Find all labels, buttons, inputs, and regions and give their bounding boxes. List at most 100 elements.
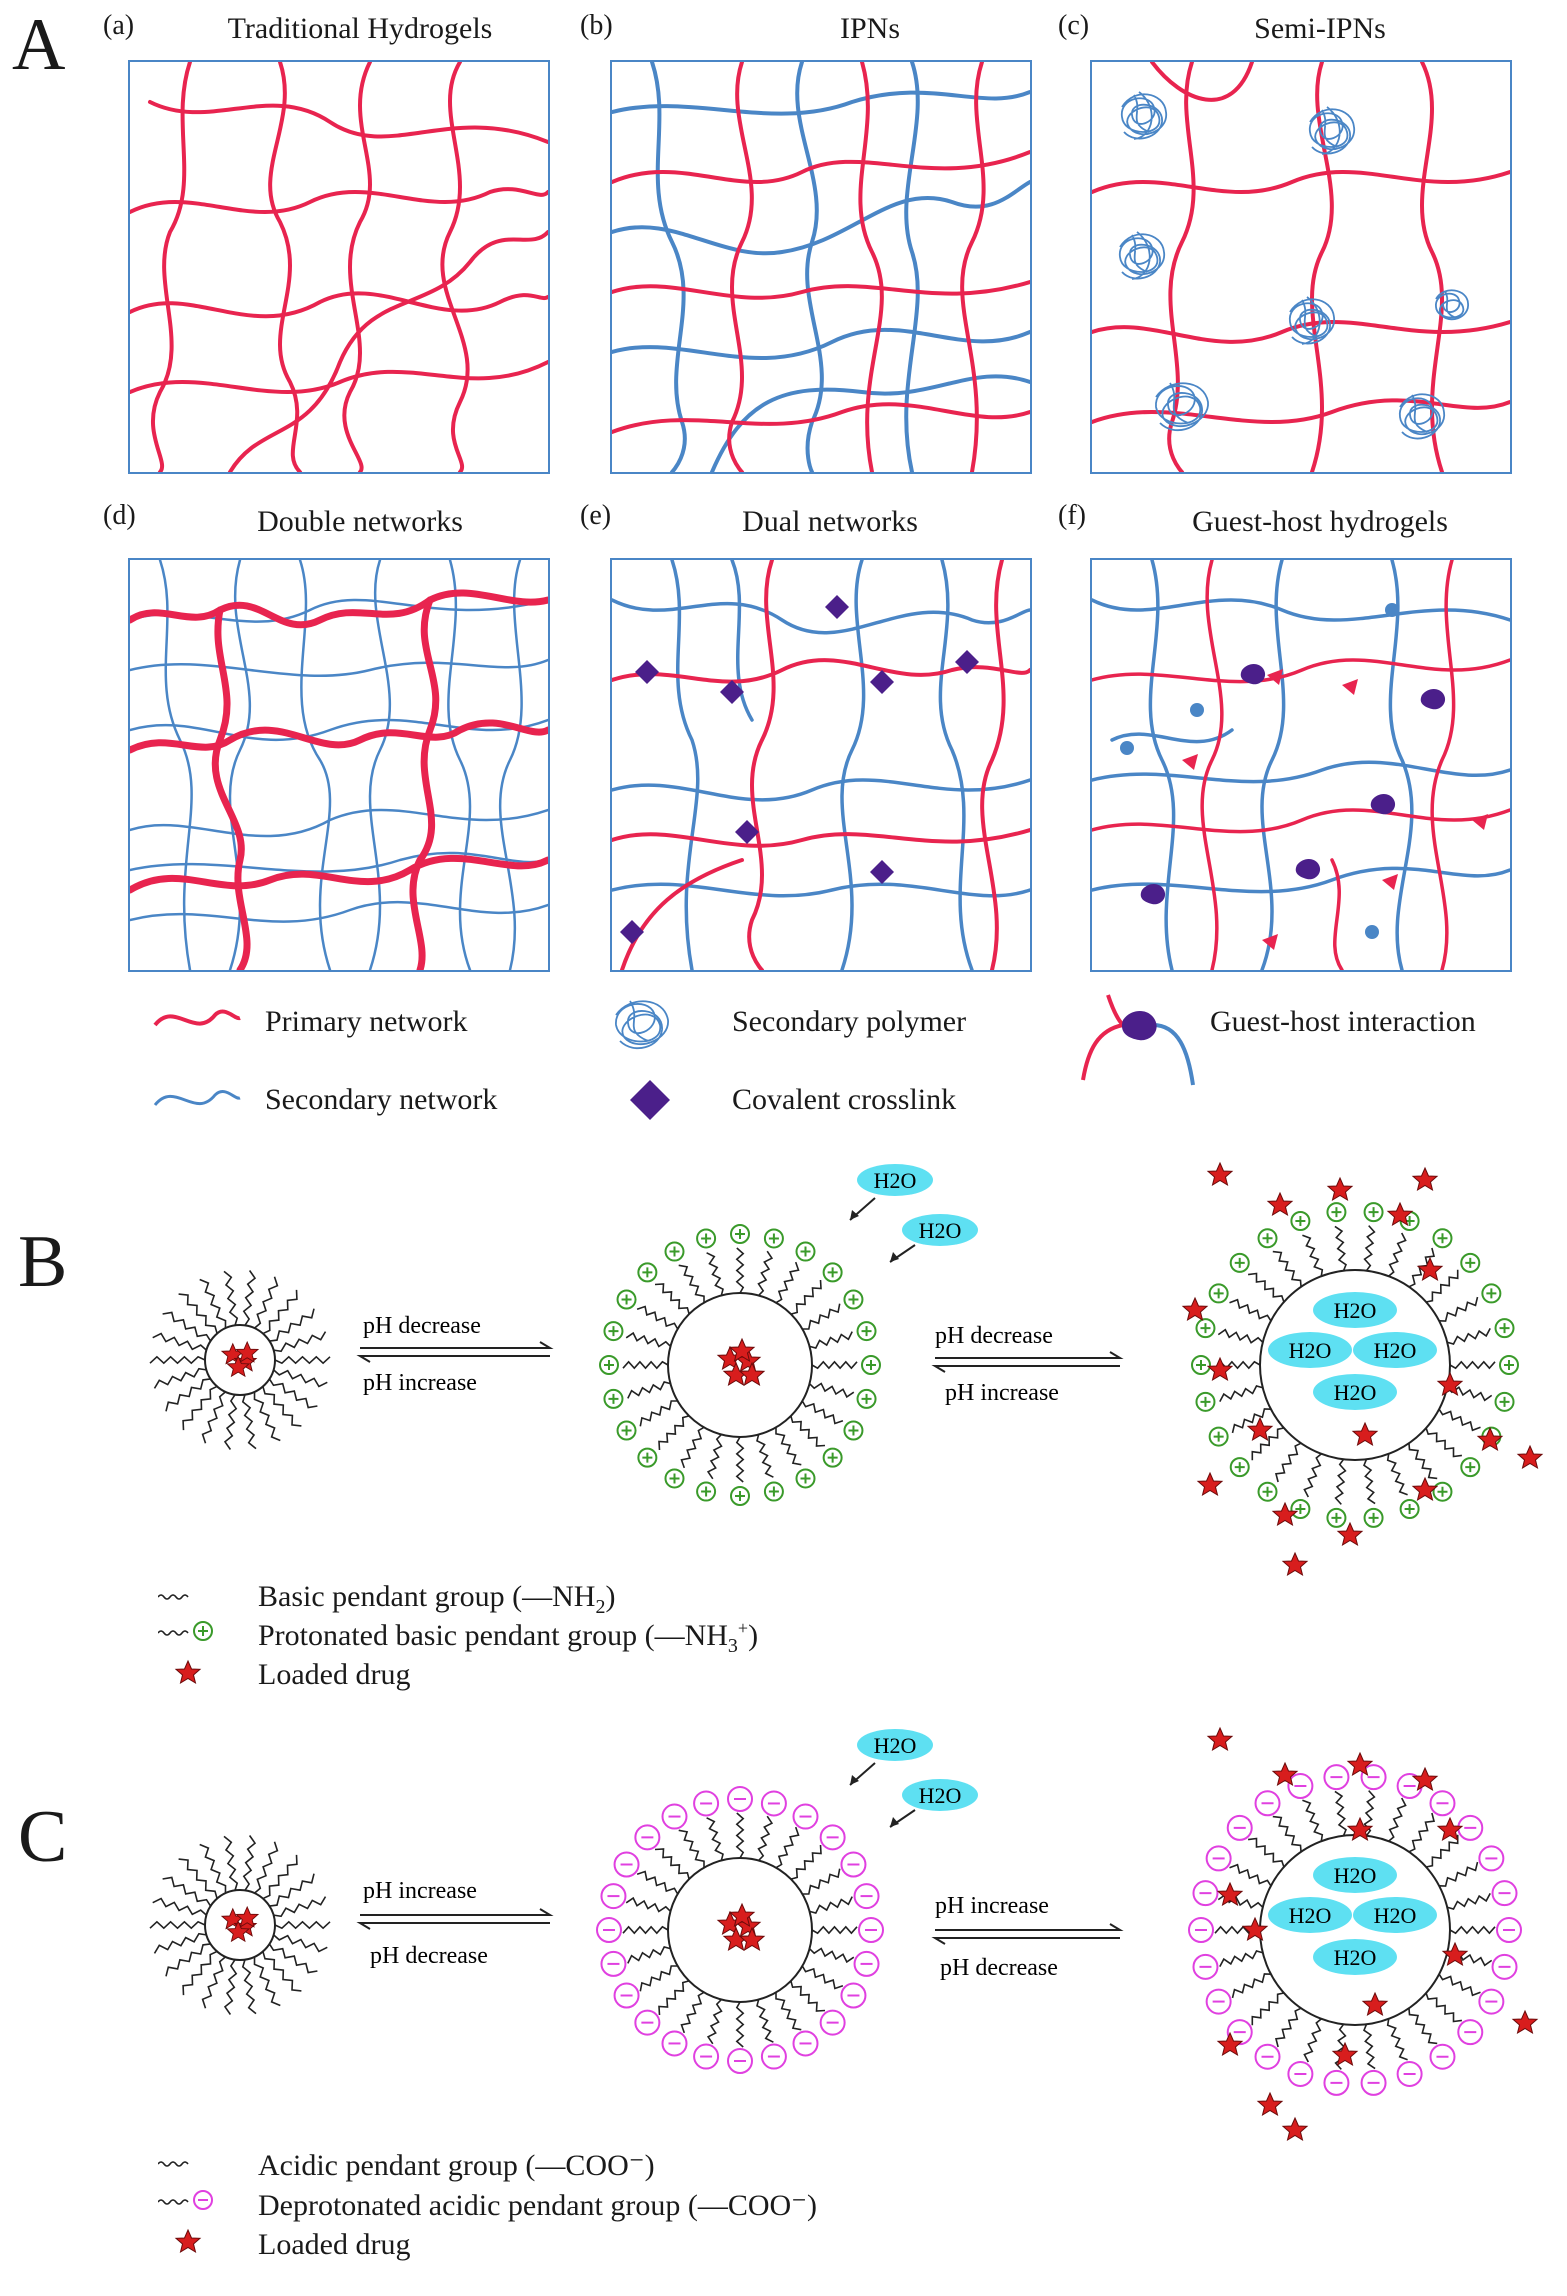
legend-guest-host-icon (1081, 994, 1195, 1086)
b-arrow1-bottom: pH increase (363, 1370, 477, 1396)
drug-star-icon (1246, 1416, 1274, 1442)
pendant-chain (627, 1946, 671, 1964)
plus-sign (669, 1246, 680, 1257)
plus-sign (1486, 1288, 1497, 1299)
pendant-chain (1388, 1232, 1407, 1277)
pendant-chain (153, 1367, 207, 1389)
pendant-chain (1425, 1834, 1459, 1868)
pendant-chain (1219, 1385, 1263, 1402)
legend-primary-network: Primary network (265, 1005, 468, 1038)
pendant-chain (149, 1920, 206, 1930)
drug-star-icon (1181, 1296, 1209, 1322)
c-water-label-1: H2O (874, 1733, 917, 1758)
panel-tag-c: (c) (1058, 10, 1090, 41)
panel-tag-f: (f) (1058, 500, 1086, 531)
pendant-chain (757, 1815, 774, 1862)
b-arrow-1 (356, 1341, 554, 1363)
covalent-crosslinks (620, 595, 979, 944)
pendant-chain (165, 1943, 211, 1977)
pendant-chain (802, 1303, 841, 1330)
pendant-chain (1408, 2008, 1438, 2045)
drug-star-icon (1436, 1371, 1464, 1397)
c-water-label-6: H2O (1334, 1945, 1377, 1970)
pendant-chain (1438, 1973, 1481, 1997)
pendant-chain (658, 1980, 690, 2016)
pendant-chain (622, 1925, 669, 1935)
pendant-chain (223, 1959, 238, 2015)
drug-star-icon (1326, 1176, 1354, 1202)
pendant-chain (1363, 1225, 1376, 1272)
drug-star-icon (1351, 1421, 1379, 1447)
pendant-chain (242, 1835, 257, 1891)
legend-covalent-crosslink: Covalent crosslink (732, 1083, 957, 1116)
pendant-chain (1363, 2024, 1376, 2070)
drug-star-icon (1196, 1471, 1224, 1497)
pendant-chain (268, 1943, 318, 1974)
pendant-chain (1247, 1272, 1285, 1303)
pendant-chain (775, 1992, 802, 2031)
pendant-chain (269, 1308, 315, 1342)
pendant-chain (241, 1959, 257, 2015)
b-water-1: H2O (849, 1164, 933, 1221)
pendant-chain (706, 1998, 723, 2045)
pendant-chain (1447, 1328, 1491, 1345)
pendant-chain (809, 1331, 853, 1349)
pendant-chain (254, 1276, 279, 1329)
pendant-chain (182, 1950, 218, 1996)
pendant-chain (654, 1283, 690, 1315)
pendant-chain (756, 1999, 774, 2043)
drug-star-icon (1241, 1916, 1269, 1942)
panel-c-semi-ipn (1090, 60, 1512, 474)
drug-star-icon (1346, 1816, 1374, 1842)
legend-secondary-polymer: Secondary polymer (732, 1005, 967, 1038)
pendant-chain (1274, 1442, 1302, 1483)
pendant-chain (273, 1331, 327, 1353)
pendant-chain (808, 1947, 855, 1964)
pendant-chain (223, 1394, 238, 1450)
pendant-chain (262, 1289, 298, 1335)
pendant-chain (1303, 1453, 1322, 1498)
pendant-chain (199, 1278, 227, 1329)
pendant-chain (1449, 1360, 1496, 1370)
pendant-chain (678, 1829, 705, 1868)
pendant-chain (811, 1925, 858, 1935)
plus-sign (1200, 1396, 1211, 1407)
b-water-label-1: H2O (874, 1168, 917, 1193)
plus-sign (1499, 1396, 1510, 1407)
host-molecules-red (1182, 669, 1488, 950)
b-water-2: H2O (889, 1214, 978, 1263)
pendant-chain (1231, 1408, 1271, 1434)
pendant-chain (809, 1896, 853, 1914)
plus-sign (1213, 1288, 1224, 1299)
pendant-chain (622, 1360, 669, 1370)
pendant-chain (654, 1848, 690, 1880)
legend-covalent-icon (630, 1080, 670, 1120)
c-collapsed-particle (204, 1889, 276, 1961)
pendant-chain (1439, 1861, 1479, 1887)
drug-star-icon (1416, 1256, 1444, 1282)
legend-secondary-network: Secondary network (265, 1083, 498, 1116)
pendant-chain (627, 1381, 671, 1399)
plus-sign (866, 1360, 876, 1370)
pendant-chain (636, 1870, 679, 1895)
plus-sign (1213, 1431, 1224, 1442)
plus-sign (701, 1486, 712, 1497)
pendant-chain (1303, 2018, 1322, 2063)
plus-sign (1262, 1233, 1273, 1244)
b-legend-icons (158, 1594, 213, 1685)
plus-sign (1437, 1486, 1448, 1497)
plus-sign (1331, 1512, 1342, 1523)
pendant-chain (735, 2001, 745, 2048)
panel-a-traditional-hydrogel (128, 60, 550, 474)
plus-sign (1234, 1257, 1245, 1268)
plus-sign (1465, 1257, 1476, 1268)
pendant-chain (1274, 2007, 1302, 2048)
drug-star-icon (1281, 2116, 1309, 2142)
plus-sign (1295, 1216, 1306, 1227)
plus-sign (1331, 1207, 1342, 1218)
pendant-chain (254, 1841, 279, 1894)
b-water-label-2: H2O (919, 1218, 962, 1243)
pendant-chain (1408, 1812, 1436, 1853)
panel-d-double-network (128, 558, 550, 972)
c-arrow1-top: pH increase (363, 1878, 477, 1904)
